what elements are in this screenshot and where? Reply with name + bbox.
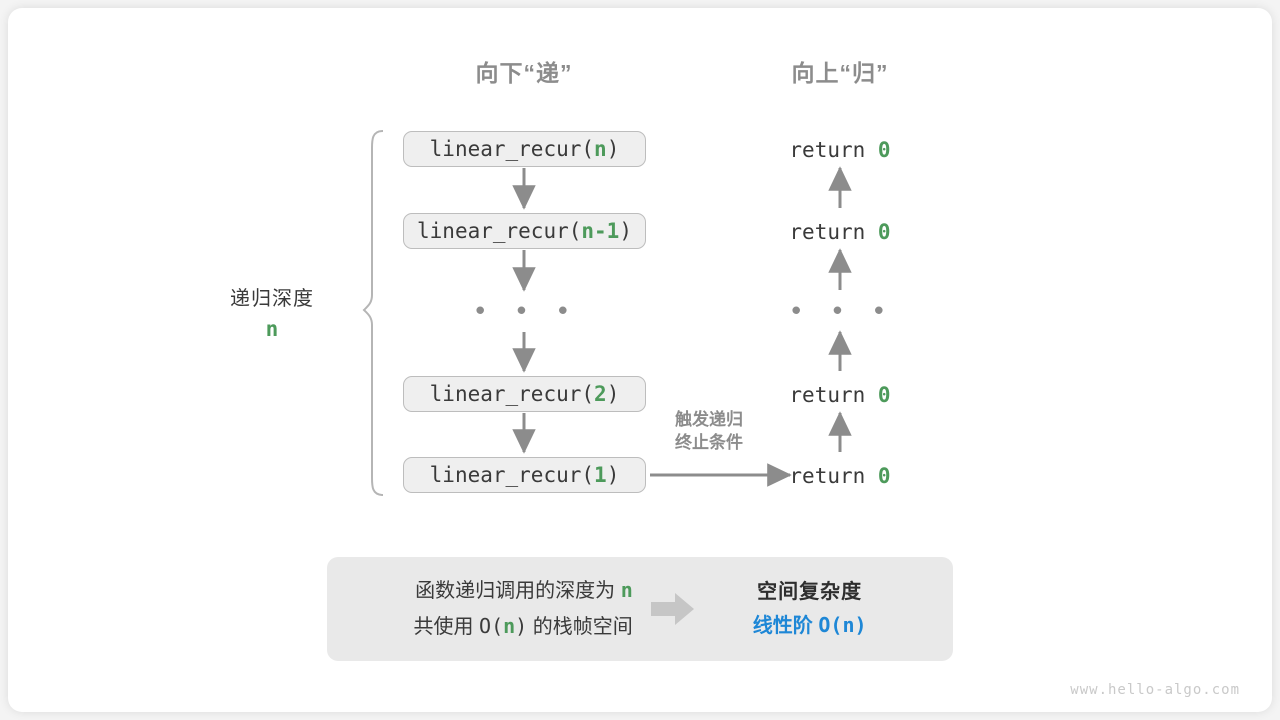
return-value: 0: [877, 464, 891, 488]
return-statement-4: return 0: [789, 464, 890, 488]
call-frame-suffix: ): [606, 463, 620, 487]
call-frame-prefix: linear_recur(: [417, 219, 582, 243]
complexity-summary-box: 函数递归调用的深度为 n 共使用 O(n) 的栈帧空间 空间复杂度 线性阶 O(…: [327, 557, 953, 661]
summary-conclusion-order: 线性阶: [752, 614, 813, 637]
return-keyword: return: [789, 383, 866, 407]
base-case-note-line1: 触发递归: [675, 410, 743, 429]
summary-premise: 函数递归调用的深度为 n 共使用 O(n) 的栈帧空间: [413, 573, 632, 645]
header-descend: 向下“递”: [475, 60, 573, 86]
recursion-depth-text: 递归深度: [230, 288, 314, 310]
call-frame-1: linear_recur(1): [403, 457, 646, 493]
call-frame-2: linear_recur(2): [403, 376, 646, 412]
call-frame-prefix: linear_recur(: [429, 137, 595, 161]
call-frame-arg: n: [594, 137, 607, 161]
return-value: 0: [877, 138, 891, 162]
summary-conclusion: 空间复杂度 线性阶 O(n): [753, 576, 867, 643]
summary-conclusion-bigo-n: n: [842, 612, 855, 637]
summary-premise-bigo-n: n: [503, 614, 516, 638]
return-keyword: return: [789, 464, 866, 488]
return-statement-1: return 0: [789, 138, 890, 162]
recursion-depth-label: 递归深度 n: [230, 282, 314, 341]
return-statement-3: return 0: [789, 383, 890, 407]
summary-conclusion-bigo-close: ): [854, 612, 867, 637]
summary-premise-text1: 函数递归调用的深度为: [415, 580, 616, 602]
call-frame-n-minus-1: linear_recur(n-1): [403, 213, 646, 249]
call-frame-arg: n-1: [581, 219, 620, 243]
return-statement-2: return 0: [789, 220, 890, 244]
summary-premise-line1: 函数递归调用的深度为 n: [413, 573, 633, 609]
right-block-arrow-icon: [650, 593, 694, 625]
summary-premise-bigo-open: O(: [479, 614, 504, 638]
return-keyword: return: [789, 220, 866, 244]
recursion-depth-value: n: [265, 317, 279, 341]
summary-premise-bigo-close: ): [515, 614, 528, 638]
call-frame-suffix: ): [606, 137, 620, 161]
header-ascend: 向上“归”: [791, 60, 889, 86]
summary-premise-text2: 共使用: [413, 616, 474, 638]
call-frame-arg: 1: [594, 463, 607, 487]
call-frame-suffix: ): [606, 382, 620, 406]
return-ellipsis: • • •: [788, 297, 892, 327]
return-value: 0: [877, 220, 891, 244]
call-frame-suffix: ): [619, 219, 632, 243]
base-case-note: 触发递归 终止条件: [675, 408, 743, 454]
call-frame-n: linear_recur(n): [403, 131, 646, 167]
call-frame-arg: 2: [594, 382, 607, 406]
summary-premise-n: n: [620, 578, 633, 602]
call-frame-prefix: linear_recur(: [429, 463, 595, 487]
call-frame-prefix: linear_recur(: [429, 382, 595, 406]
return-value: 0: [877, 383, 891, 407]
summary-conclusion-bigo-open: O(: [818, 612, 843, 637]
base-case-note-line2: 终止条件: [675, 433, 743, 452]
return-keyword: return: [789, 138, 866, 162]
summary-premise-text3: 的栈帧空间: [532, 616, 633, 638]
watermark: www.hello-algo.com: [1070, 682, 1240, 698]
summary-conclusion-value: 线性阶 O(n): [753, 609, 867, 643]
summary-conclusion-title: 空间复杂度: [757, 580, 863, 603]
summary-premise-line2: 共使用 O(n) 的栈帧空间: [413, 609, 632, 645]
call-stack-ellipsis: • • •: [472, 297, 576, 327]
